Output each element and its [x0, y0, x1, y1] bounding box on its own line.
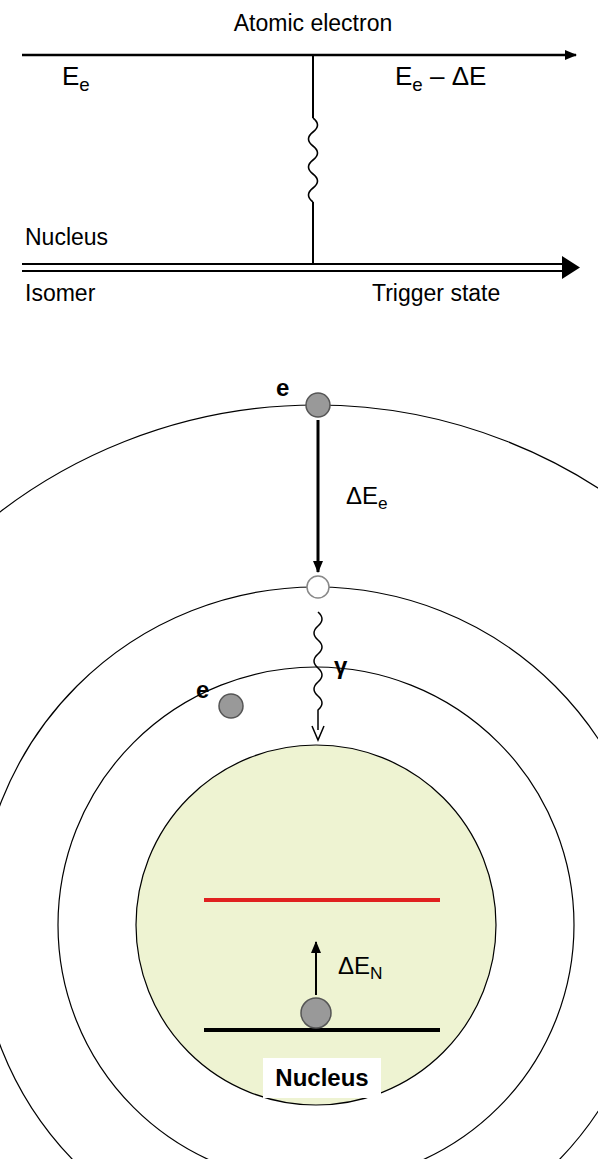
- arrow-head: [562, 256, 580, 279]
- excitation-arrow: [315, 942, 317, 995]
- electron-shell: [0, 405, 598, 1159]
- node-text: Nucleus: [275, 1064, 368, 1092]
- label: e: [196, 676, 209, 704]
- label: e: [276, 374, 289, 402]
- label: Ee: [62, 62, 90, 95]
- label: Nucleus: [25, 224, 108, 250]
- label: γ: [334, 652, 347, 680]
- nucleus-line: [22, 270, 570, 272]
- label: Ee – ΔE: [395, 62, 486, 95]
- photon-wiggle: [309, 118, 318, 202]
- label-box: Nucleus: [263, 1058, 380, 1098]
- label: Atomic electron: [234, 10, 393, 36]
- vertex-line: [312, 202, 314, 265]
- electron-dot: [219, 694, 243, 718]
- electron-shell: [0, 587, 598, 1159]
- isomer-level: [204, 1028, 440, 1032]
- label: Isomer: [25, 280, 95, 306]
- label: ΔEe: [346, 482, 388, 514]
- hole: [307, 576, 329, 598]
- nucleus-line: [22, 263, 570, 265]
- photon-wiggle: [314, 612, 322, 730]
- electron-line: [22, 54, 576, 57]
- label: ΔEN: [338, 952, 383, 984]
- nucleus-circle: [136, 745, 496, 1105]
- arrow-head: [312, 726, 324, 740]
- electron-dot: [306, 393, 330, 417]
- transition-arrow: [317, 420, 320, 572]
- trigger-level: [204, 898, 440, 902]
- nucleon-dot: [301, 998, 331, 1028]
- vertex-line: [312, 55, 314, 118]
- electron-shell: [58, 667, 574, 1159]
- label: Trigger state: [372, 280, 500, 306]
